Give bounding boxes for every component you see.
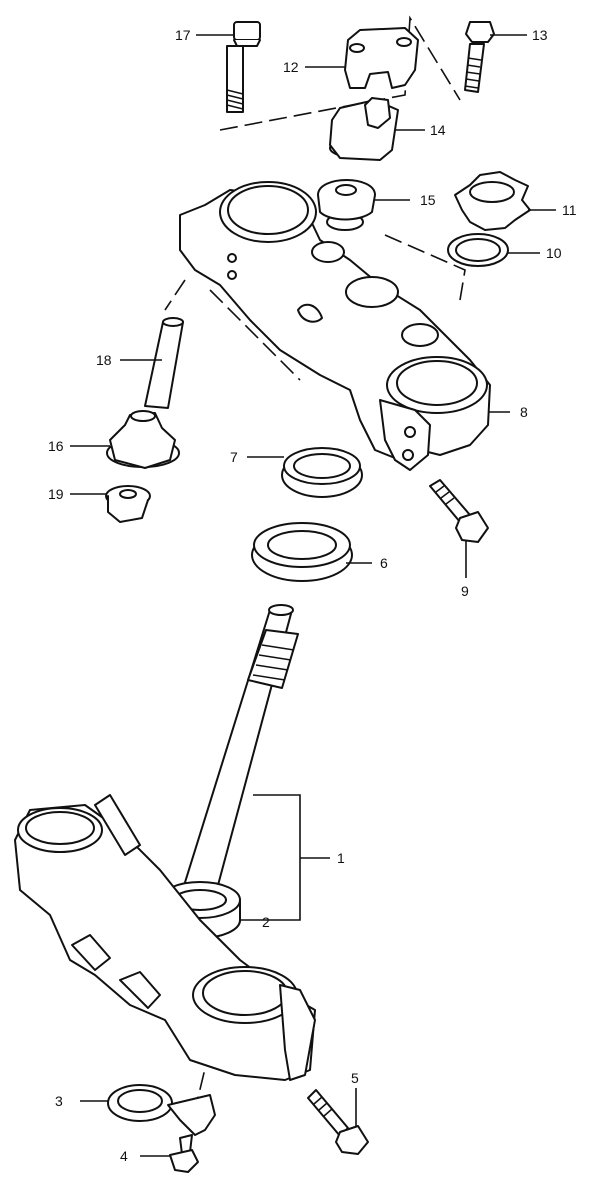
callout-3: 3 [55, 1093, 63, 1109]
callout-5: 5 [351, 1070, 359, 1086]
lock-nut-part-7 [281, 447, 363, 498]
bolt-part-5 [307, 1089, 369, 1155]
leader-lines [70, 34, 556, 1157]
bushing-part-19 [105, 485, 151, 523]
callout-10: 10 [546, 245, 562, 261]
bolt-part-13 [464, 21, 495, 93]
grommet-part-16 [106, 410, 180, 469]
steering-stem-part-1 [181, 604, 299, 901]
callout-6: 6 [380, 555, 388, 571]
stem-nut-part-11 [454, 171, 531, 231]
clamp-part-3 [107, 1084, 216, 1136]
callout-14: 14 [430, 122, 446, 138]
callout-16: 16 [48, 438, 64, 454]
callout-19: 19 [48, 486, 64, 502]
callout-1: 1 [337, 850, 345, 866]
callout-13: 13 [532, 27, 548, 43]
bearing-part-6 [251, 522, 353, 582]
screw-part-4 [169, 1134, 199, 1173]
handlebar-holder-part-14 [329, 97, 399, 161]
handlebar-clamp-part-12 [344, 27, 419, 89]
cushion-part-15 [317, 179, 376, 231]
pin-part-18 [144, 317, 184, 409]
callout-9: 9 [461, 583, 469, 599]
callout-15: 15 [420, 192, 436, 208]
callout-2: 2 [262, 914, 270, 930]
bolt-part-9 [429, 479, 489, 543]
lower-bracket [14, 794, 316, 1081]
upper-bracket-part-8 [179, 181, 491, 471]
bolt-part-17 [226, 21, 261, 113]
callout-18: 18 [96, 352, 112, 368]
callout-12: 12 [283, 59, 299, 75]
washer-part-10 [447, 233, 509, 267]
callout-7: 7 [230, 449, 238, 465]
callout-17: 17 [175, 27, 191, 43]
callout-labels: 17 12 13 14 15 11 10 8 18 16 19 7 6 9 1 … [48, 27, 577, 1164]
callout-11: 11 [562, 202, 577, 218]
callout-8: 8 [520, 404, 528, 420]
callout-4: 4 [120, 1148, 128, 1164]
